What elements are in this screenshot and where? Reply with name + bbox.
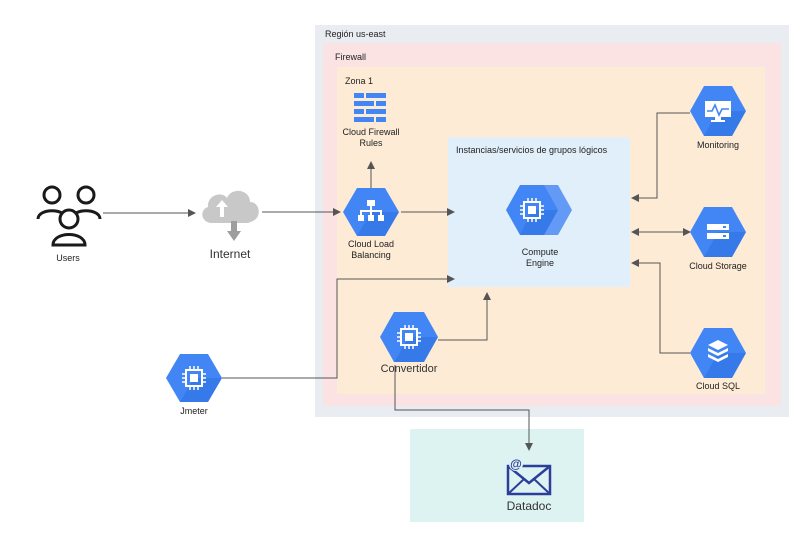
region-title: Región us-east	[325, 29, 386, 39]
chip-icon	[380, 312, 438, 362]
datadoc-container	[410, 429, 584, 522]
edge-convertidor-compute	[438, 292, 491, 341]
edge-jmeter-compute	[222, 275, 455, 379]
cloud-upload-icon	[202, 190, 259, 241]
load-balancing-label: Cloud Load Balancing	[347, 239, 395, 260]
jmeter-label: Jmeter	[180, 406, 208, 416]
convertidor-label: Convertidor	[380, 363, 438, 375]
database-icon	[690, 328, 746, 378]
monitoring-label: Monitoring	[696, 140, 740, 150]
edge-compute-monitoring	[631, 112, 690, 202]
users-group-icon	[36, 185, 102, 247]
zona-title: Zona 1	[345, 76, 374, 86]
datadoc-label: Datadoc	[506, 499, 552, 513]
internet-label: Internet	[209, 247, 251, 261]
users-label: Users	[56, 253, 80, 263]
cloud-storage-label: Cloud Storage	[689, 261, 747, 271]
chip-icon	[506, 185, 572, 235]
firewall-title: Firewall	[335, 52, 367, 62]
mail-icon: @	[506, 457, 552, 496]
monitor-icon	[690, 86, 746, 136]
edge-convertidor-datadoc	[394, 365, 533, 451]
svg-text:@: @	[510, 457, 522, 471]
load-balancer-icon	[343, 188, 399, 236]
storage-icon	[690, 207, 746, 257]
chip-icon	[166, 354, 222, 402]
firewall-icon	[354, 93, 386, 122]
firewall-rules-label: Cloud Firewall Rules	[342, 127, 400, 148]
group-title: Instancias/servicios de grupos lógicos	[456, 145, 608, 155]
cloud-sql-label: Cloud SQL	[695, 381, 741, 391]
edge-compute-sql	[631, 259, 690, 354]
compute-engine-label: Compute Engine	[521, 247, 559, 268]
